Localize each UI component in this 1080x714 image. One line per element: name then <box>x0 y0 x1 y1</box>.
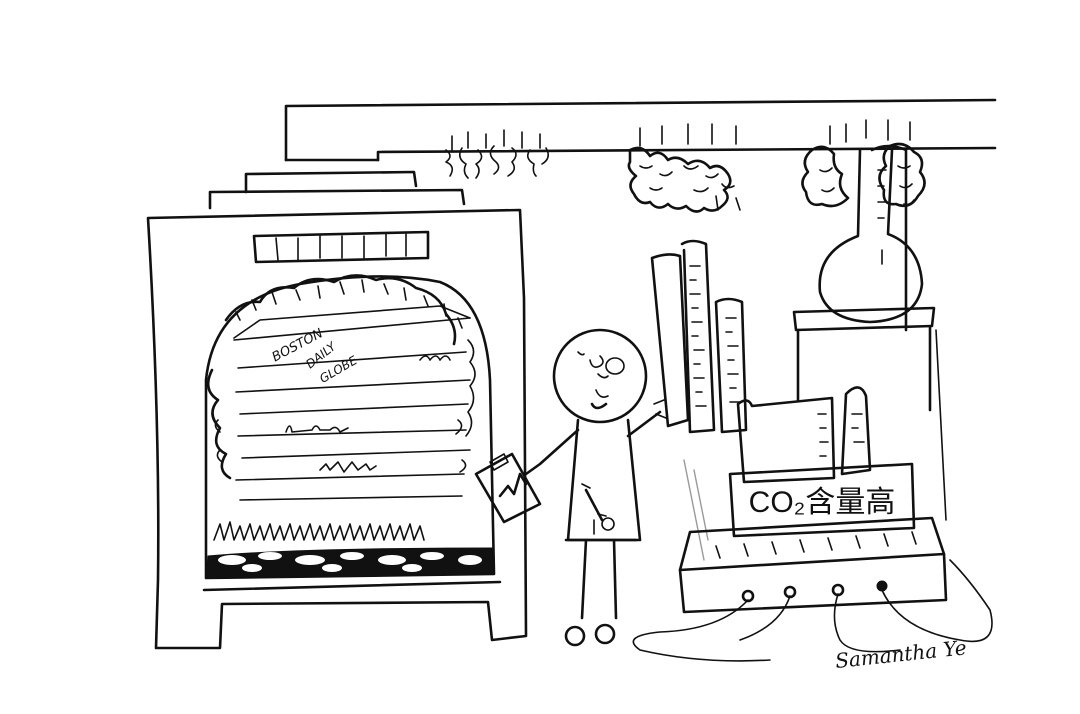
hanging-herbs-middle <box>627 123 741 213</box>
scientist <box>474 328 667 647</box>
co2-sign-label: CO₂含量高 <box>749 486 896 519</box>
oven-vent-grille <box>252 230 430 264</box>
flask-stand-platform <box>792 306 936 332</box>
oven-cabinet <box>146 170 528 650</box>
scientist-head <box>552 328 648 424</box>
round-flask-stand <box>792 144 936 412</box>
artist-signature: Samantha Ye <box>834 635 968 673</box>
clipboard <box>474 452 542 524</box>
clipboard-chart-line <box>498 472 528 498</box>
oven-window: BOSTON DAILY GLOBE <box>204 274 496 580</box>
hanging-herbs-left <box>445 129 550 179</box>
co2-sign: CO₂含量高 <box>728 462 916 538</box>
beaker <box>736 386 872 484</box>
short-graduated-cylinder <box>714 297 748 434</box>
hanging-herbs-right <box>801 119 926 208</box>
tall-graduated-cylinder <box>650 239 716 561</box>
drying-rail <box>284 98 997 162</box>
hot-plate <box>632 329 993 662</box>
